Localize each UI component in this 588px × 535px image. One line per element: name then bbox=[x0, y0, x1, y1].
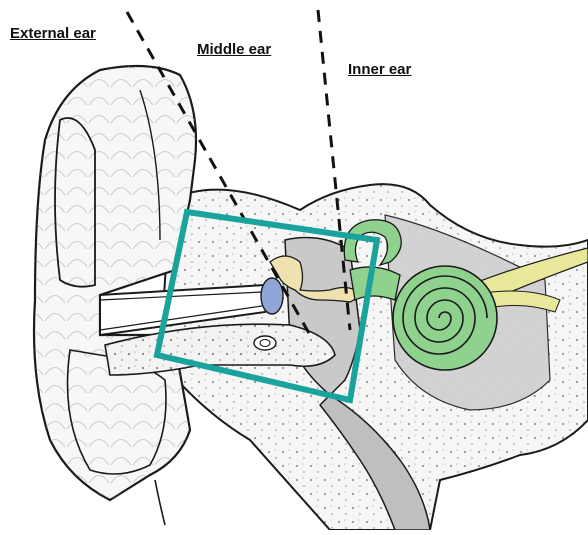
inner-ear-label: Inner ear bbox=[348, 61, 411, 78]
eardrum bbox=[261, 278, 283, 314]
cochlea bbox=[393, 266, 497, 370]
external-ear-label: External ear bbox=[10, 25, 96, 42]
middle-ear-label: Middle ear bbox=[197, 41, 271, 58]
